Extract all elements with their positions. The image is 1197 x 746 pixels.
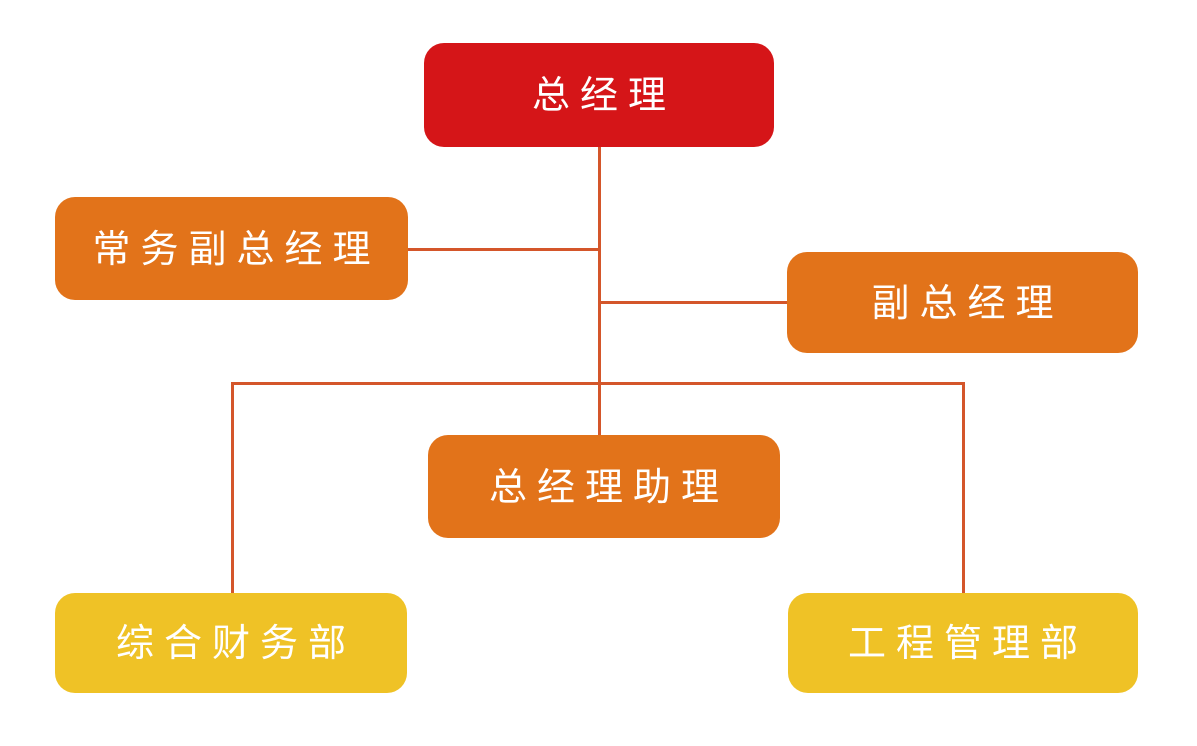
node-engineering-department: 工程管理部 xyxy=(788,593,1138,693)
node-finance-department-label: 综合财务部 xyxy=(115,621,356,665)
node-general-manager-assistant: 总经理助理 xyxy=(428,435,780,538)
node-finance-department: 综合财务部 xyxy=(55,593,407,693)
node-engineering-department-label: 工程管理部 xyxy=(847,621,1088,665)
connector-finance-vertical xyxy=(231,382,234,593)
connector-engineering-vertical xyxy=(962,382,965,593)
node-deputy-general-manager: 副总经理 xyxy=(787,252,1138,353)
node-general-manager-assistant-label: 总经理助理 xyxy=(488,464,729,509)
node-general-manager: 总经理 xyxy=(424,43,774,147)
node-general-manager-label: 总经理 xyxy=(531,73,676,117)
node-deputy-general-manager-label: 副总经理 xyxy=(871,280,1064,325)
connector-trunk-vertical xyxy=(598,147,601,435)
connector-departments-horizontal xyxy=(231,382,965,385)
connector-executive-deputy-horizontal xyxy=(408,248,600,251)
node-executive-deputy-general-manager: 常务副总经理 xyxy=(55,197,408,300)
connector-deputy-horizontal xyxy=(599,301,789,304)
node-executive-deputy-general-manager-label: 常务副总经理 xyxy=(92,226,381,271)
